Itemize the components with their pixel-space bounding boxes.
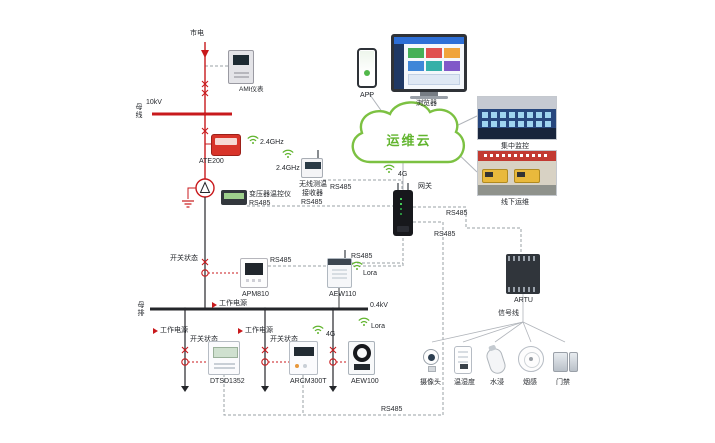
water-leak-label: 水浸 [490, 379, 504, 386]
camera-label: 摄像头 [420, 379, 441, 386]
transformer-temp-controller-device [221, 190, 247, 205]
camera-lens-icon [428, 354, 435, 361]
rs485-link-label: RS485 [270, 257, 292, 264]
transformer-controller-label: 变压器温控仪 [249, 191, 291, 198]
freq-24ghz-label: 2.4GHz [260, 139, 284, 146]
smoke-detector-device [518, 346, 544, 372]
central-monitoring-label: 集中监控 [501, 143, 529, 150]
ami-meter-label: AMI仪表 [239, 86, 264, 93]
apm810-label: APM810 [242, 291, 269, 298]
app-label: APP [360, 92, 375, 99]
dashboard-tile [408, 61, 424, 71]
dashboard-tile [426, 61, 442, 71]
door-magnet-device [553, 352, 578, 372]
transformer-controller-rs485-label: RS485 [249, 200, 271, 207]
temp-humidity-sensor-device [454, 346, 472, 374]
switch-status-label: 开关状态 [190, 336, 218, 343]
dashboard-tile [444, 48, 460, 58]
lora-label: Lora [363, 270, 378, 277]
4g-label: 4G [326, 331, 336, 338]
hv-circuit [152, 42, 232, 208]
dtsd1352-meter-device [208, 341, 240, 375]
wifi-24ghz-icon [282, 149, 294, 159]
gateway-device [393, 190, 413, 236]
dashboard-chart-area [408, 74, 460, 85]
dashboard-tile [426, 48, 442, 58]
photo-ground [478, 185, 556, 195]
aew110-label: AEW110 [329, 291, 357, 298]
temp-humidity-label: 温湿度 [454, 379, 475, 386]
rs485-link-label: RS485 [351, 253, 373, 260]
wifi-lora-icon [351, 261, 363, 271]
breaker-ct-symbols [153, 80, 348, 366]
aew100-label: AEW100 [351, 378, 379, 385]
photo-screen-wall [482, 121, 552, 127]
central-monitoring-photo [477, 96, 557, 140]
browser-monitor [391, 34, 467, 92]
water-leak-sensor-device [484, 346, 508, 376]
wifi-4g-icon [312, 325, 324, 335]
apm810-meter-device [240, 258, 268, 288]
voltage-04kv-label: 0.4kV [370, 302, 388, 309]
4g-label: 4G [398, 171, 408, 178]
rs485-link-label: RS485 [381, 406, 403, 413]
smoke-label: 烟感 [523, 379, 537, 386]
gateway-label: 网关 [418, 183, 432, 190]
rs485-link-label: RS485 [446, 210, 468, 217]
ate200-label: ATE200 [199, 158, 224, 165]
wireless-temp-receiver-device [301, 158, 323, 178]
camera-base [428, 366, 436, 372]
camera-device [419, 344, 445, 374]
photo-banner [478, 151, 556, 161]
monitor-stand [420, 92, 438, 96]
dtsd1352-label: DTSD1352 [210, 378, 245, 385]
working-power-label: 工作电源 [219, 300, 247, 307]
door-access-label: 门禁 [556, 379, 570, 386]
smartphone-app [357, 48, 377, 88]
wifi-4g-icon [383, 164, 395, 174]
wifi-24ghz-icon [247, 135, 259, 145]
dashboard-tile [408, 48, 424, 58]
photo-truck [482, 169, 508, 183]
dashboard-sidebar [394, 44, 404, 89]
aew100-meter-device [348, 341, 375, 375]
photo-screen-wall [482, 112, 552, 118]
ate200-sensor-device [211, 134, 241, 156]
photo-ceiling [478, 97, 556, 109]
dashboard-tile [444, 61, 460, 71]
freq-24ghz-label: 2.4GHz [276, 165, 300, 172]
wireless-temp-receiver-label: 无线测温 [299, 181, 327, 188]
artu-terminal-device [506, 254, 540, 294]
wireless-temp-receiver-rs485-label: RS485 [301, 199, 323, 206]
signal-line-label: 信号线 [498, 310, 519, 317]
arcm300t-device [289, 341, 318, 375]
mains-label: 市电 [190, 30, 204, 37]
aew110-meter-device [327, 258, 352, 288]
lv-busbar-label: 母排 [137, 301, 145, 317]
dashboard-header-bar [394, 37, 464, 44]
working-power-label: 工作电源 [160, 327, 188, 334]
transformer-symbol [199, 181, 211, 193]
lora-label: Lora [371, 323, 386, 330]
switch-status-label: 开关状态 [270, 336, 298, 343]
browser-label: 浏览器 [416, 100, 437, 107]
cloud-label: 运维云 [386, 133, 432, 148]
wifi-lora-icon [358, 317, 370, 327]
voltage-10kv-label: 10kV [146, 99, 162, 106]
photo-truck [514, 169, 540, 183]
photo-desks [478, 128, 556, 139]
artu-label: ARTU [514, 297, 533, 304]
monitor-base [410, 96, 448, 99]
hv-busbar-label: 母线 [135, 103, 143, 119]
rs485-link-label: RS485 [330, 184, 352, 191]
switch-status-label: 开关状态 [170, 255, 198, 262]
rs485-link-label: RS485 [434, 231, 456, 238]
offline-ops-label: 线下运维 [501, 199, 529, 206]
arcm300t-label: ARCM300T [290, 378, 327, 385]
wireless-temp-receiver-label: 接收器 [302, 190, 323, 197]
offline-ops-photo [477, 150, 557, 196]
ami-meter-device [228, 50, 254, 84]
working-power-label: 工作电源 [245, 327, 273, 334]
